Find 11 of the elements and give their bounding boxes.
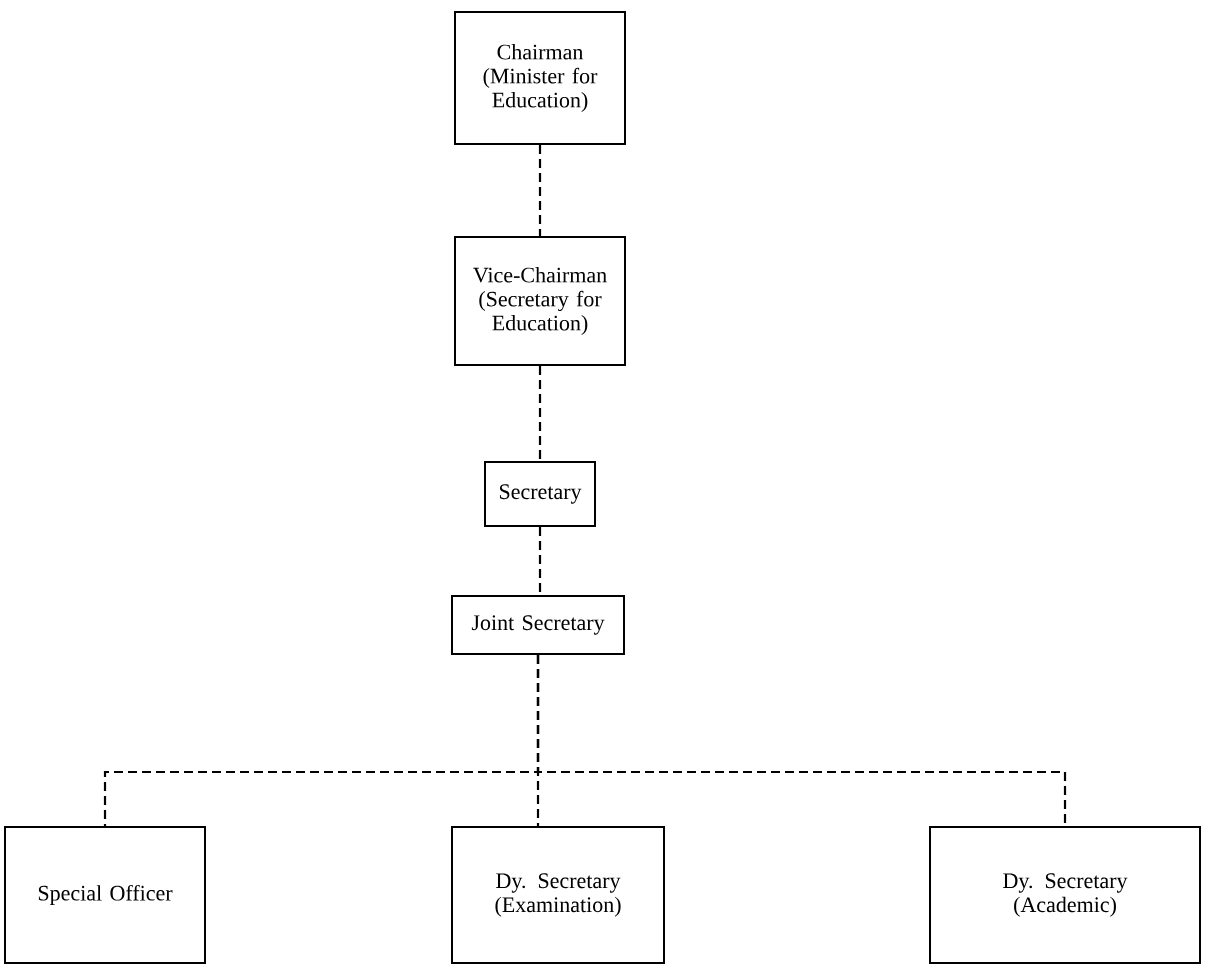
connector-line — [538, 527, 542, 595]
connector-line — [536, 655, 1067, 826]
org-box: Dy. Secretary (Examination) — [451, 826, 665, 964]
org-box: Chairman (Minister for Education) — [454, 11, 626, 145]
org-box: Vice-Chairman (Secretary for Education) — [454, 236, 626, 366]
connector-line — [538, 145, 542, 236]
connector-line — [538, 366, 542, 461]
org-box: Joint Secretary — [451, 595, 625, 655]
org-box: Dy. Secretary (Academic) — [929, 826, 1201, 964]
org-box: Special Officer — [4, 826, 206, 964]
org-box: Secretary — [484, 461, 596, 527]
